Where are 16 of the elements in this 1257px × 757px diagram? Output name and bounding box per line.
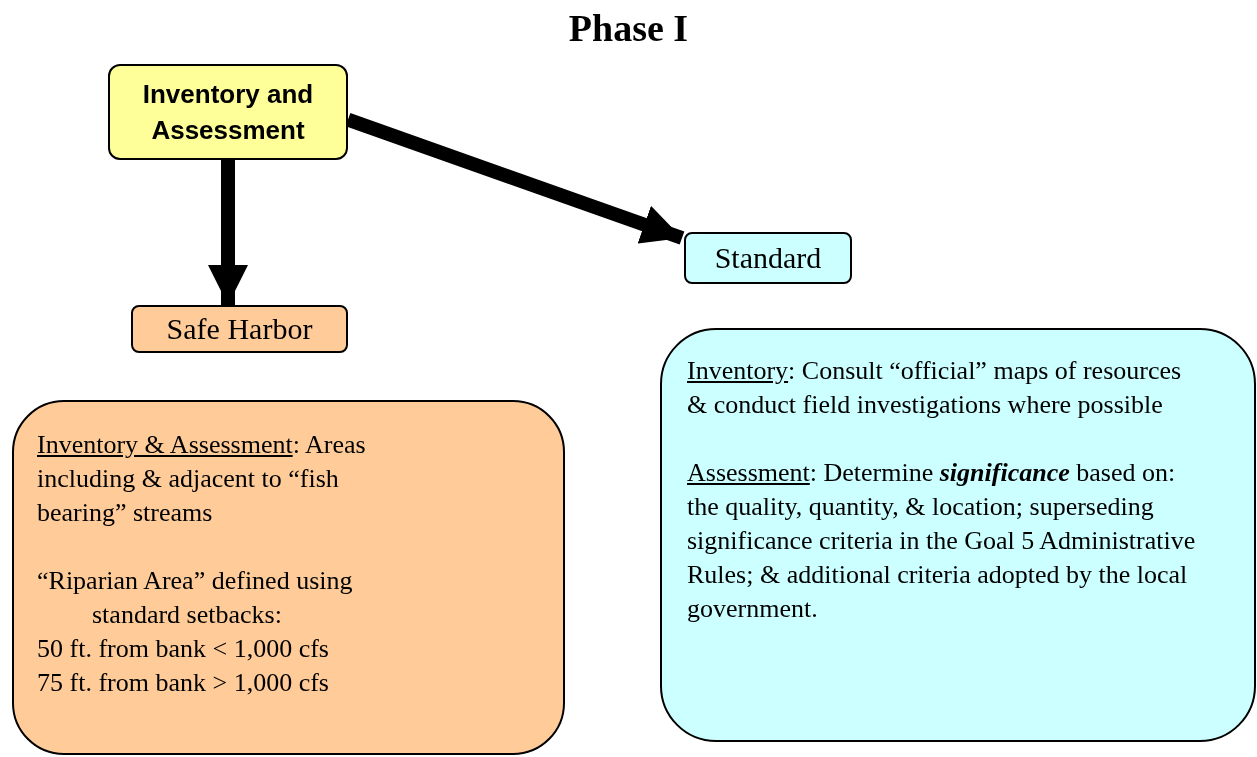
paragraph: Assessment: Determine significance based on: the quality, quantity, & location; superseding significance criteria in the Goal 5 Administrative Rules; & additional criteria adopted by the local government. bbox=[687, 457, 1197, 625]
process-box bbox=[108, 64, 348, 160]
paragraph: “Riparian Area” defined using standard setbacks: bbox=[37, 565, 354, 631]
box-label: Standard bbox=[714, 240, 822, 276]
paragraph: Inventory & Assessment: Areas including & adjacent to “fish bearing” streams bbox=[37, 429, 367, 529]
category-box bbox=[684, 232, 852, 284]
paragraph: 75 ft. from bank > 1,000 cfs bbox=[37, 667, 330, 699]
category-box bbox=[131, 305, 348, 353]
arrow bbox=[208, 160, 248, 305]
box-label: Inventory and Assessment bbox=[141, 78, 315, 147]
description-panel bbox=[660, 328, 1256, 742]
paragraph: Inventory: Consult “official” maps of resources & conduct field investigations where possible bbox=[687, 355, 1183, 421]
title: Phase I bbox=[567, 6, 690, 50]
description-panel bbox=[12, 400, 565, 755]
box-label: Safe Harbor bbox=[166, 311, 313, 347]
paragraph: 50 ft. from bank < 1,000 cfs bbox=[37, 633, 330, 665]
